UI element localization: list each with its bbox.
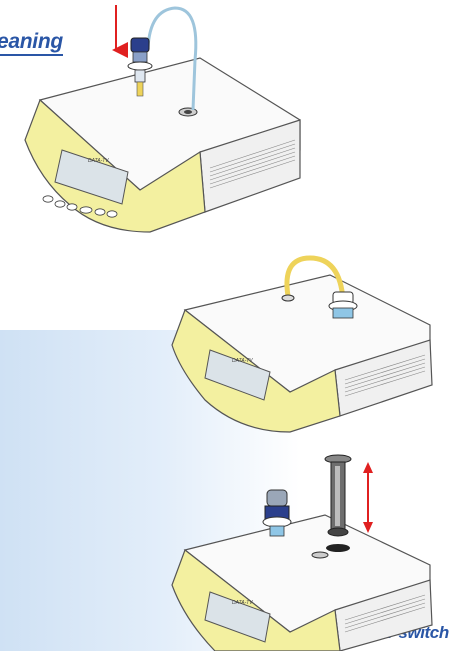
device-3: DATA-TV [172, 455, 432, 651]
device-1-screen-text: DATA-TV [88, 158, 109, 164]
device-3-screen-title: DATA-TV [232, 600, 253, 606]
device-2: DATA-TV [172, 258, 432, 432]
svg-text:DATA-TV: DATA-TV [88, 158, 109, 164]
device-2-screen-title: DATA-TV [232, 358, 253, 364]
red-double-arrow [363, 462, 373, 533]
device-1: DATA-TV [25, 5, 300, 232]
